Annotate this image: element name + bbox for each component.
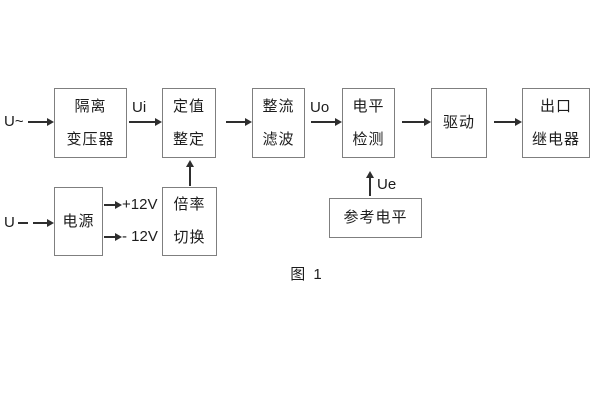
dc-input-dash	[18, 222, 28, 224]
arrow-setpoint-to-rectify	[226, 118, 252, 126]
signal-ue-label: Ue	[377, 176, 397, 193]
block-label: 参考电平	[343, 209, 408, 226]
figure-caption: 图 1	[290, 266, 324, 283]
block-output-relay: 出口 继电器	[522, 88, 590, 158]
block-label: 定值	[172, 97, 205, 115]
block-rectify-filter: 整流 滤波	[252, 88, 305, 158]
arrow-ui	[129, 118, 162, 126]
rail-minus12v-label: - 12V	[122, 228, 158, 245]
arrow-dc-input	[33, 219, 54, 227]
block-label: 整流	[262, 97, 295, 115]
rail-plus12v-label: +12V	[122, 196, 158, 213]
block-label: 电源	[62, 212, 95, 230]
block-label: 滤波	[262, 130, 295, 148]
arrow-minus12v	[104, 233, 122, 241]
block-reference-level: 参考电平	[329, 198, 422, 238]
dc-input-label: U –	[4, 214, 28, 231]
arrow-ratio-to-setpoint	[186, 160, 194, 186]
signal-ui-label: Ui	[132, 99, 147, 116]
arrow-plus12v	[104, 201, 122, 209]
block-ratio-switch: 倍率 切换	[162, 187, 217, 256]
block-label: 整定	[172, 130, 205, 148]
block-label: 隔离	[74, 97, 107, 115]
arrow-uo	[311, 118, 342, 126]
block-setpoint-adjust: 定值 整定	[162, 88, 216, 158]
block-isolation-transformer: 隔离 变压器	[54, 88, 127, 158]
arrow-ue	[366, 171, 374, 196]
arrow-drive-to-relay	[494, 118, 522, 126]
block-label: 检测	[352, 130, 385, 148]
signal-uo-label: Uo	[310, 99, 330, 116]
block-label: 出口	[539, 97, 572, 115]
ac-input-label: U~	[4, 113, 24, 130]
block-drive: 驱动	[431, 88, 487, 158]
block-label: 继电器	[531, 130, 580, 148]
block-power-supply: 电源	[54, 187, 103, 256]
block-label: 切换	[173, 229, 206, 246]
block-label: 倍率	[173, 196, 206, 213]
arrow-detect-to-drive	[402, 118, 431, 126]
block-label: 驱动	[442, 114, 475, 131]
arrow-ac-input	[28, 118, 54, 126]
block-label: 电平	[352, 97, 385, 115]
block-label: 变压器	[66, 130, 115, 148]
block-level-detect: 电平 检测	[342, 88, 395, 158]
